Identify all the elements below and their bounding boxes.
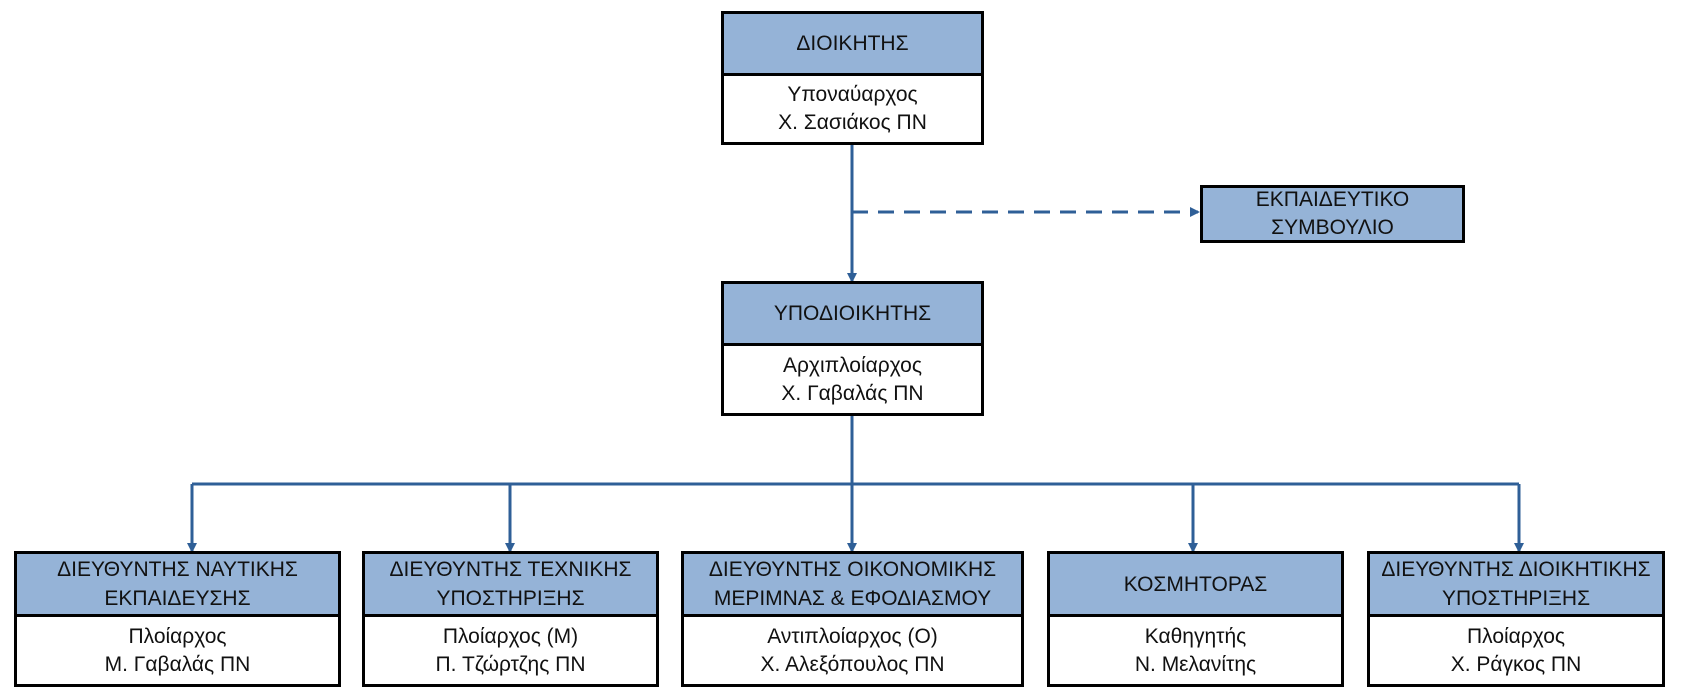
director-rank: Πλοίαρχος bbox=[128, 624, 227, 648]
director-details-4: Καθηγητής Ν. Μελανίτης bbox=[1050, 617, 1341, 684]
director-rank: Καθηγητής bbox=[1144, 624, 1247, 648]
council-box: ΕΚΠΑΙΔΕΥΤΙΚΟ ΣΥΜΒΟΥΛΙΟ bbox=[1200, 185, 1465, 243]
director-title-line2: ΜΕΡΙΜΝΑΣ & ΕΦΟΔΙΑΣΜΟΥ bbox=[713, 587, 992, 610]
deputy-title: ΥΠΟΔΙΟΙΚΗΤΗΣ bbox=[773, 302, 932, 325]
director-details-1: Πλοίαρχος Μ. Γαβαλάς ΠΝ bbox=[17, 617, 338, 684]
director-rank: Πλοίαρχος bbox=[1466, 624, 1566, 648]
commander-box: ΔΙΟΙΚΗΤΗΣ Υποναύαρχος Χ. Σασιάκος ΠΝ bbox=[721, 11, 984, 145]
director-box-4: ΚΟΣΜΗΤΟΡΑΣ Καθηγητής Ν. Μελανίτης bbox=[1047, 551, 1344, 687]
director-name: Χ. Αλεξόπουλος ΠΝ bbox=[760, 652, 945, 676]
director-title-line1: ΔΙΕΥΘΥΝΤΗΣ ΔΙΟΙΚΗΤΙΚΗΣ bbox=[1381, 558, 1651, 581]
deputy-title-cell: ΥΠΟΔΙΟΙΚΗΤΗΣ bbox=[724, 284, 981, 346]
director-name: Μ. Γαβαλάς ΠΝ bbox=[104, 652, 251, 676]
director-name: Ν. Μελανίτης bbox=[1134, 652, 1257, 676]
deputy-rank: Αρχιπλοίαρχος bbox=[782, 353, 922, 377]
council-line-1: ΕΚΠΑΙΔΕΥΤΙΚΟ bbox=[1255, 188, 1410, 211]
director-box-1: ΔΙΕΥΘΥΝΤΗΣ ΝΑΥΤΙΚΗΣ ΕΚΠΑΙΔΕΥΣΗΣ Πλοίαρχο… bbox=[14, 551, 341, 687]
deputy-details: Αρχιπλοίαρχος Χ. Γαβαλάς ΠΝ bbox=[724, 346, 981, 413]
director-title-line1: ΔΙΕΥΘΥΝΤΗΣ ΟΙΚΟΝΟΜΙΚΗΣ bbox=[708, 558, 997, 581]
director-box-2: ΔΙΕΥΘΥΝΤΗΣ ΤΕΧΝΙΚΗΣ ΥΠΟΣΤΗΡΙΞΗΣ Πλοίαρχο… bbox=[362, 551, 659, 687]
commander-name: Χ. Σασιάκος ΠΝ bbox=[778, 111, 927, 134]
director-name: Π. Τζώρτζης ΠΝ bbox=[435, 652, 586, 676]
council-line-2: ΣΥΜΒΟΥΛΙΟ bbox=[1271, 216, 1394, 239]
director-title-cell-2: ΔΙΕΥΘΥΝΤΗΣ ΤΕΧΝΙΚΗΣ ΥΠΟΣΤΗΡΙΞΗΣ bbox=[365, 554, 656, 617]
commander-details: Υποναύαρχος Χ. Σασιάκος ΠΝ bbox=[724, 76, 981, 142]
commander-rank: Υποναύαρχος bbox=[787, 83, 918, 106]
director-title-line1: ΔΙΕΥΘΥΝΤΗΣ ΤΕΧΝΙΚΗΣ bbox=[389, 558, 632, 581]
director-box-3: ΔΙΕΥΘΥΝΤΗΣ ΟΙΚΟΝΟΜΙΚΗΣ ΜΕΡΙΜΝΑΣ & ΕΦΟΔΙΑ… bbox=[681, 551, 1024, 687]
director-details-3: Αντιπλοίαρχος (Ο) Χ. Αλεξόπουλος ΠΝ bbox=[684, 617, 1021, 684]
director-name: Χ. Ράγκος ΠΝ bbox=[1450, 652, 1582, 676]
director-title-cell-1: ΔΙΕΥΘΥΝΤΗΣ ΝΑΥΤΙΚΗΣ ΕΚΠΑΙΔΕΥΣΗΣ bbox=[17, 554, 338, 617]
director-rank: Αντιπλοίαρχος (Ο) bbox=[767, 624, 938, 648]
director-title-cell-5: ΔΙΕΥΘΥΝΤΗΣ ΔΙΟΙΚΗΤΙΚΗΣ ΥΠΟΣΤΗΡΙΞΗΣ bbox=[1370, 554, 1662, 617]
director-box-5: ΔΙΕΥΘΥΝΤΗΣ ΔΙΟΙΚΗΤΙΚΗΣ ΥΠΟΣΤΗΡΙΞΗΣ Πλοία… bbox=[1367, 551, 1665, 687]
director-details-2: Πλοίαρχος (Μ) Π. Τζώρτζης ΠΝ bbox=[365, 617, 656, 684]
director-title-line1: ΚΟΣΜΗΤΟΡΑΣ bbox=[1123, 572, 1268, 596]
director-details-5: Πλοίαρχος Χ. Ράγκος ΠΝ bbox=[1370, 617, 1662, 684]
director-title-line2: ΕΚΠΑΙΔΕΥΣΗΣ bbox=[104, 587, 251, 610]
director-title-cell-4: ΚΟΣΜΗΤΟΡΑΣ bbox=[1050, 554, 1341, 617]
deputy-box: ΥΠΟΔΙΟΙΚΗΤΗΣ Αρχιπλοίαρχος Χ. Γαβαλάς ΠΝ bbox=[721, 281, 984, 416]
deputy-name: Χ. Γαβαλάς ΠΝ bbox=[781, 381, 924, 405]
director-title-cell-3: ΔΙΕΥΘΥΝΤΗΣ ΟΙΚΟΝΟΜΙΚΗΣ ΜΕΡΙΜΝΑΣ & ΕΦΟΔΙΑ… bbox=[684, 554, 1021, 617]
director-rank: Πλοίαρχος (Μ) bbox=[442, 624, 579, 648]
director-title-line2: ΥΠΟΣΤΗΡΙΞΗΣ bbox=[1441, 587, 1591, 610]
director-title-line2: ΥΠΟΣΤΗΡΙΞΗΣ bbox=[436, 587, 585, 610]
commander-title-cell: ΔΙΟΙΚΗΤΗΣ bbox=[724, 14, 981, 76]
director-title-line1: ΔΙΕΥΘΥΝΤΗΣ ΝΑΥΤΙΚΗΣ bbox=[57, 558, 298, 581]
commander-title: ΔΙΟΙΚΗΤΗΣ bbox=[796, 32, 909, 55]
